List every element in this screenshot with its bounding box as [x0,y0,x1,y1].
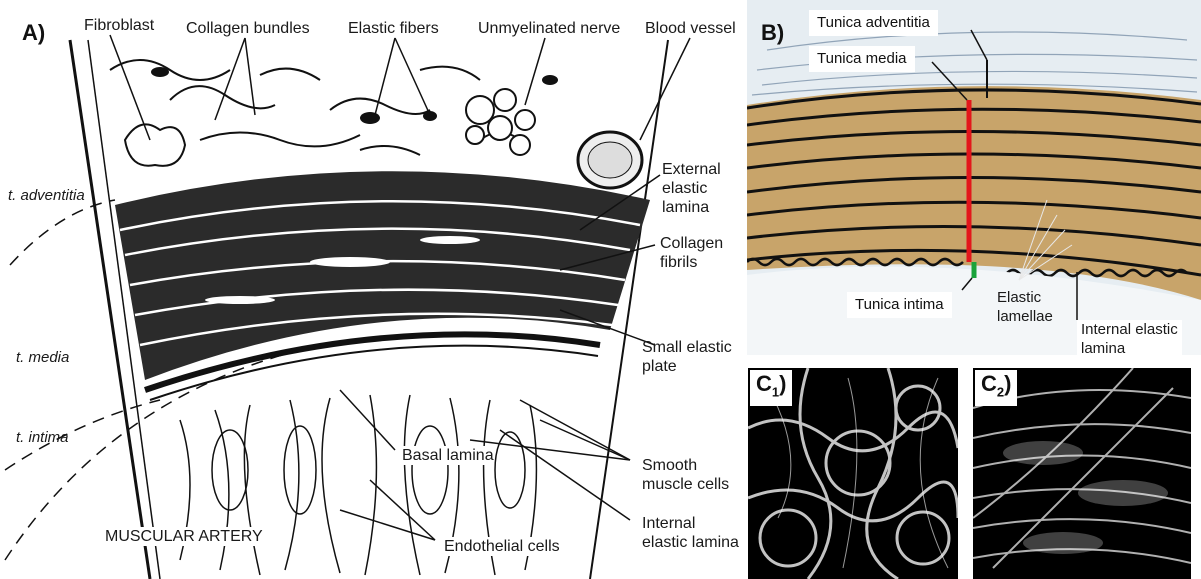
label-external-elastic-lamina: External elastic lamina [662,160,721,217]
label-internal-elastic-lamina-b: Internal elastic lamina [1077,320,1182,358]
label-collagen-fibrils: Collagen fibrils [660,234,723,272]
panel-b-letter: B) [761,20,784,46]
label-elastic-lamellae: Elastic lamellae [997,288,1053,326]
label-tunica-adventitia: Tunica adventitia [809,10,938,36]
label-blood-vessel: Blood vessel [645,19,736,38]
label-unmyelinated-nerve: Unmyelinated nerve [478,19,620,38]
panel-c1-letter: C1) [750,370,792,406]
label-tunica-intima: Tunica intima [847,292,952,318]
label-smooth-muscle-cells: Smooth muscle cells [642,456,729,494]
panel-c1: C1) [748,368,958,579]
artery-wall-schematic [0,0,745,579]
panel-a: A) Fibroblast Collagen bundles Elastic f… [0,0,745,579]
label-collagen-bundles: Collagen bundles [186,19,310,38]
label-endothelial-cells: Endothelial cells [444,537,560,556]
panel-b: B) Tunica adventitia Tunica media Tunica… [747,0,1201,355]
label-small-elastic-plate: Small elastic plate [642,338,732,376]
label-fibroblast: Fibroblast [84,16,154,35]
label-t-adventitia: t. adventitia [8,186,85,205]
label-t-media: t. media [16,348,69,367]
label-elastic-fibers: Elastic fibers [348,19,439,38]
panel-a-letter: A) [22,20,45,46]
panel-c2-letter: C2) [975,370,1017,406]
panel-c2: C2) [973,368,1191,579]
label-muscular-artery: MUSCULAR ARTERY [105,527,263,546]
label-basal-lamina: Basal lamina [402,446,494,465]
label-tunica-media: Tunica media [809,46,915,72]
label-t-intima: t. intima [16,428,69,447]
label-internal-elastic-lamina: Internal elastic lamina [642,514,739,552]
